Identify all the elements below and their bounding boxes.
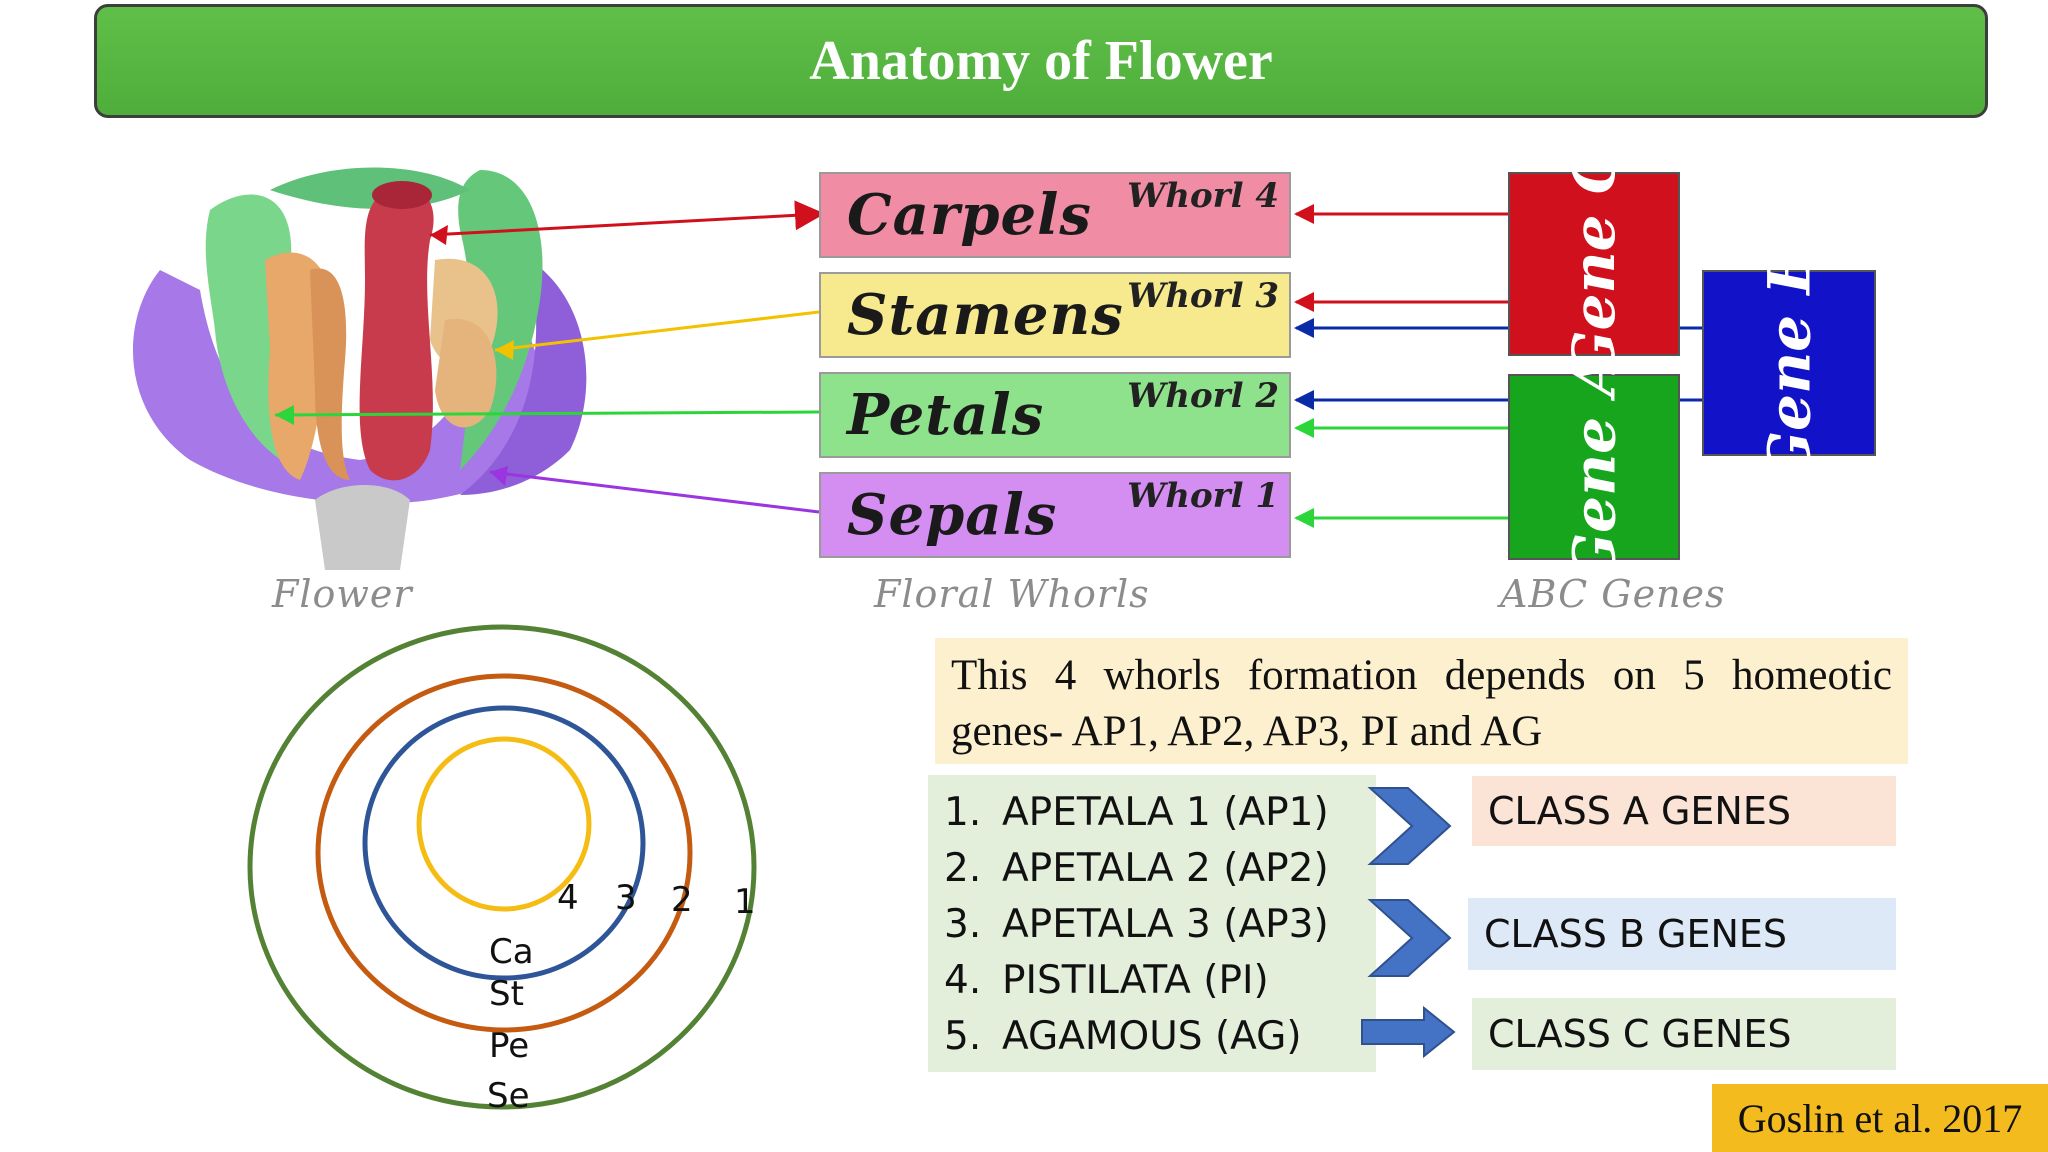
ring-number-4: 4	[557, 878, 579, 918]
ring-number-2: 2	[671, 880, 693, 920]
stigma-shape	[372, 181, 432, 209]
whorl-number: Whorl 4	[1127, 176, 1279, 216]
class-a-box: CLASS A GENES	[1472, 776, 1896, 846]
class-b-box: CLASS B GENES	[1468, 898, 1896, 970]
list-item: 3. APETALA 3 (AP3)	[944, 897, 1360, 953]
sepal-shape-right	[460, 260, 587, 495]
whorl-box-stamens: Whorl 3 Stamens	[819, 272, 1291, 358]
gene-b-box: Gene B	[1702, 246, 1876, 480]
arrowhead	[1294, 318, 1314, 338]
arrowhead	[1294, 418, 1314, 438]
ring-label-ca: Ca	[489, 932, 534, 972]
list-text: PISTILATA (PI)	[1002, 958, 1269, 1003]
list-item: 4. PISTILATA (PI)	[944, 953, 1360, 1009]
ring-label-se: Se	[487, 1076, 530, 1116]
ring-number-3: 3	[615, 878, 637, 918]
class-pointers	[1361, 787, 1456, 1059]
arrowhead-red	[430, 225, 448, 245]
class-a-label: CLASS A GENES	[1488, 789, 1791, 833]
gene-b-label: Gene B	[1755, 245, 1823, 481]
ring-label-pe: Pe	[489, 1026, 530, 1066]
list-number: 1.	[944, 790, 982, 835]
anther-right	[435, 318, 497, 428]
title-banner: Anatomy of Flower	[94, 4, 1988, 118]
arrowhead-yellow	[495, 340, 514, 360]
carpel-shape	[359, 188, 434, 481]
ring-whorl-4	[416, 736, 592, 912]
arrowhead-green	[275, 405, 294, 425]
caption-abc-genes: ABC Genes	[1500, 572, 1726, 616]
class-b-label: CLASS B GENES	[1484, 912, 1788, 956]
arrow-petals-to-flower	[274, 410, 820, 417]
whorl-name: Petals	[847, 382, 1045, 448]
list-number: 4.	[944, 958, 982, 1003]
whorl-rings-diagram	[247, 624, 757, 1110]
arrow-right-icon	[1361, 1005, 1456, 1059]
receptacle-shape	[315, 485, 410, 570]
whorl-box-sepals: Whorl 1 Sepals	[819, 472, 1291, 558]
list-text: AGAMOUS (AG)	[1002, 1014, 1302, 1059]
gene-c-label: Gene C	[1560, 148, 1629, 380]
caption-flower: Flower	[272, 572, 413, 616]
list-number: 2.	[944, 846, 982, 891]
whorl-box-carpels: Whorl 4 Carpels	[819, 172, 1291, 258]
whorl-number: Whorl 1	[1127, 476, 1279, 516]
arrowhead	[1294, 508, 1314, 528]
whorl-name: Carpels	[847, 182, 1092, 248]
gene-list: 1. APETALA 1 (AP1) 2. APETALA 2 (AP2) 3. AP…	[928, 775, 1376, 1072]
whorl-name: Stamens	[847, 282, 1124, 348]
list-text: APETALA 3 (AP3)	[1002, 902, 1329, 947]
arrowhead	[1294, 204, 1314, 224]
list-item: 2. APETALA 2 (AP2)	[944, 841, 1360, 897]
ring-whorl-1	[247, 624, 757, 1110]
ring-whorl-3	[362, 705, 646, 981]
whorl-box-petals: Whorl 2 Petals	[819, 372, 1291, 458]
chevron-right-icon	[1367, 899, 1452, 977]
list-item: 5. AGAMOUS (AG)	[944, 1009, 1360, 1065]
page-title: Anatomy of Flower	[809, 30, 1273, 92]
arrowhead	[1294, 390, 1314, 410]
arrow-stamens-to-flower	[494, 310, 820, 352]
flower-illustration	[132, 167, 587, 570]
ring-label-st: St	[489, 974, 524, 1014]
class-c-box: CLASS C GENES	[1472, 998, 1896, 1070]
ring-number-1: 1	[734, 882, 756, 922]
arrowhead	[1294, 292, 1314, 312]
citation-badge: Goslin et al. 2017	[1712, 1084, 2048, 1152]
whorl-number: Whorl 2	[1127, 376, 1279, 416]
stamen-left-2	[310, 268, 350, 480]
list-text: APETALA 2 (AP2)	[1002, 846, 1329, 891]
arrow-sepals-to-flower	[489, 470, 820, 514]
list-number: 5.	[944, 1014, 982, 1059]
info-box: This 4 whorls formation depends on 5 hom…	[935, 638, 1908, 764]
class-c-label: CLASS C GENES	[1488, 1012, 1792, 1056]
list-number: 3.	[944, 902, 982, 947]
whorl-number: Whorl 3	[1127, 276, 1279, 316]
arrow-carpels-to-flower	[429, 200, 825, 237]
gene-a-label: Gene A	[1560, 351, 1629, 583]
list-item: 1. APETALA 1 (AP1)	[944, 785, 1360, 841]
ring-whorl-2	[315, 673, 693, 1033]
whorl-name: Sepals	[847, 482, 1058, 548]
list-text: APETALA 1 (AP1)	[1002, 790, 1329, 835]
gene-a-box: Gene A	[1508, 352, 1680, 582]
gene-c-box: Gene C	[1508, 148, 1680, 380]
chevron-right-icon	[1367, 787, 1452, 865]
caption-floral-whorls: Floral Whorls	[874, 572, 1150, 616]
arrowhead-purple	[490, 466, 508, 486]
